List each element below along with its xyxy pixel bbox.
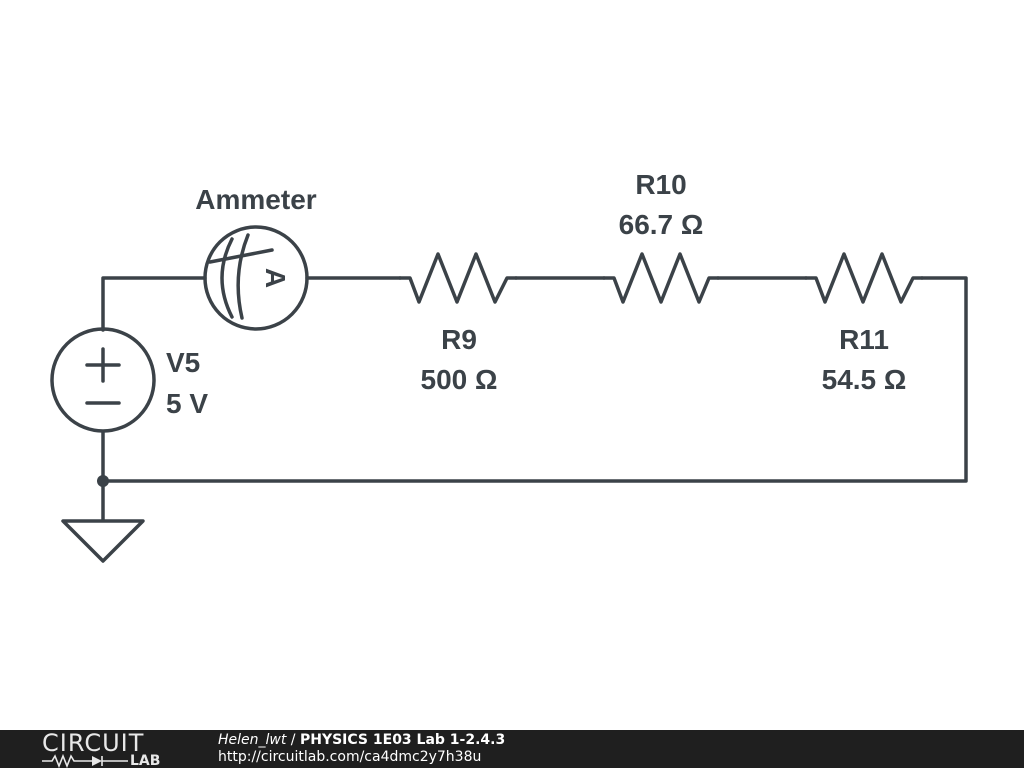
circuit-title[interactable]: PHYSICS 1E03 Lab 1-2.4.3: [299, 732, 506, 748]
resistor-r11-name: R11: [839, 324, 889, 355]
wire-top-left: [101, 276, 207, 332]
plus-sign-icon: [85, 347, 121, 383]
footer-bar: CIRCUIT LAB Helen_lwt / PHYSICS 1E03 Lab…: [0, 730, 1024, 768]
circuit-schematic: V5 5 V A Ammeter R9 500 Ω R10 66.7 Ω R11…: [50, 169, 968, 563]
author-link[interactable]: Helen_lwt: [218, 732, 287, 748]
junction-dot: [97, 475, 109, 487]
voltage-source-v5[interactable]: [50, 327, 156, 433]
circuitlab-logo[interactable]: CIRCUIT LAB: [42, 729, 182, 769]
resistor-r10-value: 66.7 Ω: [619, 209, 704, 240]
resistor-r10-name: R10: [635, 169, 686, 200]
logo-lab-text: LAB: [130, 753, 161, 769]
meter-scale-arc-icon: [236, 233, 250, 320]
resistor-diode-logo-icon: [42, 754, 128, 768]
resistor-r11-value: 54.5 Ω: [822, 364, 907, 395]
title-separator: /: [286, 732, 300, 748]
meter-needle-arc-icon: [220, 237, 234, 319]
ammeter-symbol: A: [260, 268, 291, 288]
ammeter[interactable]: A: [203, 225, 309, 331]
resistor-r11[interactable]: [804, 252, 924, 304]
ground-symbol: [61, 519, 145, 563]
source-value: 5 V: [166, 388, 208, 419]
resistor-r9-value: 500 Ω: [421, 364, 498, 395]
meter-needle-icon: [208, 248, 274, 264]
source-name: V5: [166, 347, 200, 378]
circuit-url[interactable]: http://circuitlab.com/ca4dmc2y7h38u: [218, 749, 482, 765]
resistor-r10[interactable]: [602, 252, 720, 304]
ammeter-label: Ammeter: [195, 184, 316, 215]
resistor-r9[interactable]: [398, 252, 518, 304]
circuit-meta: Helen_lwt / PHYSICS 1E03 Lab 1-2.4.3 htt…: [218, 732, 505, 766]
wire-right-return: [101, 276, 968, 483]
logo-circuit-text: CIRCUIT: [42, 729, 145, 757]
resistor-r9-name: R9: [441, 324, 477, 355]
